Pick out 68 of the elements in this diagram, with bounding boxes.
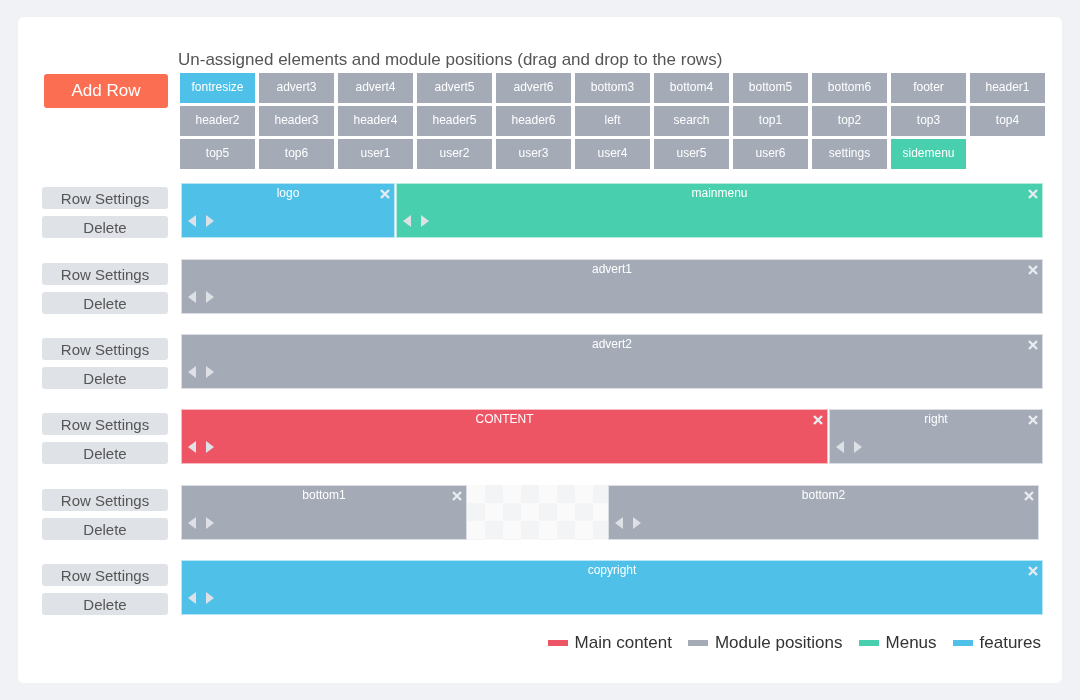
legend-label: Module positions bbox=[714, 633, 843, 653]
row-settings-button: Row Settings bbox=[42, 263, 168, 285]
delete-button: Delete bbox=[42, 216, 168, 238]
module-tile: sidemenu bbox=[891, 139, 966, 169]
add-row-button: Add Row bbox=[44, 74, 168, 108]
module-tile: advert3 bbox=[259, 73, 334, 103]
module-name: bottom1 bbox=[302, 488, 346, 502]
module-block bbox=[181, 334, 1043, 389]
module-tile: header5 bbox=[417, 106, 492, 136]
module-tile: top1 bbox=[733, 106, 808, 136]
module-tile: advert6 bbox=[496, 73, 571, 103]
delete-button: Delete bbox=[42, 593, 168, 615]
legend-label: features bbox=[979, 633, 1041, 653]
module-tile: header6 bbox=[496, 106, 571, 136]
module-name: advert2 bbox=[592, 337, 632, 351]
module-name: bottom2 bbox=[801, 488, 846, 502]
module-tile: user6 bbox=[733, 139, 808, 169]
module-name: advert1 bbox=[592, 262, 632, 276]
delete-button: Delete bbox=[42, 442, 168, 464]
legend-label: Main content bbox=[574, 633, 672, 653]
module-tile: user4 bbox=[575, 139, 650, 169]
module-tile: bottom3 bbox=[575, 73, 650, 103]
module-tile: user2 bbox=[417, 139, 492, 169]
module-tile: user5 bbox=[654, 139, 729, 169]
module-name: copyright bbox=[587, 563, 637, 577]
delete-button: Delete bbox=[42, 367, 168, 389]
module-tile: top4 bbox=[970, 106, 1045, 136]
module-block bbox=[181, 409, 828, 464]
module-name: logo bbox=[276, 186, 300, 200]
module-block bbox=[181, 259, 1043, 314]
module-tile: search bbox=[654, 106, 729, 136]
row-settings-button: Row Settings bbox=[42, 187, 168, 209]
row-settings-button: Row Settings bbox=[42, 489, 168, 511]
legend-label: Menus bbox=[885, 633, 937, 653]
module-tile: top6 bbox=[259, 139, 334, 169]
section-heading: Un-assigned elements and module positions (drag and drop to the rows) bbox=[178, 50, 723, 70]
module-block bbox=[608, 485, 1039, 540]
module-block bbox=[181, 485, 467, 540]
module-block bbox=[181, 560, 1043, 615]
module-tile: bottom4 bbox=[654, 73, 729, 103]
module-tile: settings bbox=[812, 139, 887, 169]
module-block bbox=[396, 183, 1043, 238]
module-name: mainmenu bbox=[691, 186, 748, 200]
module-name: CONTENT bbox=[475, 412, 534, 426]
row-settings-button: Row Settings bbox=[42, 564, 168, 586]
module-name: right bbox=[924, 412, 948, 426]
module-tile: top2 bbox=[812, 106, 887, 136]
delete-button: Delete bbox=[42, 292, 168, 314]
module-tile: bottom6 bbox=[812, 73, 887, 103]
module-tile: user3 bbox=[496, 139, 571, 169]
module-tile: header3 bbox=[259, 106, 334, 136]
module-tile: advert4 bbox=[338, 73, 413, 103]
module-tile: header4 bbox=[338, 106, 413, 136]
module-tile: header1 bbox=[970, 73, 1045, 103]
module-tile: footer bbox=[891, 73, 966, 103]
row-settings-button: Row Settings bbox=[42, 413, 168, 435]
module-tile: header2 bbox=[180, 106, 255, 136]
module-tile: bottom5 bbox=[733, 73, 808, 103]
row-settings-button: Row Settings bbox=[42, 338, 168, 360]
module-block bbox=[181, 183, 395, 238]
module-tile: top5 bbox=[180, 139, 255, 169]
module-block bbox=[829, 409, 1043, 464]
module-tile: advert5 bbox=[417, 73, 492, 103]
module-tile: top3 bbox=[891, 106, 966, 136]
module-tile: left bbox=[575, 106, 650, 136]
module-tile: fontresize bbox=[180, 73, 255, 103]
delete-button: Delete bbox=[42, 518, 168, 540]
module-tile: user1 bbox=[338, 139, 413, 169]
